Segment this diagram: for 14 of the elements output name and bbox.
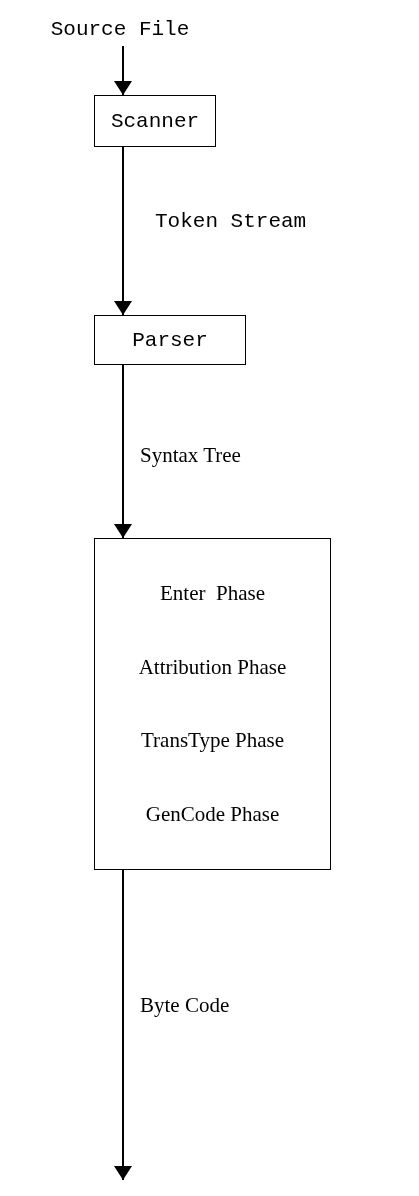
box-text: Parser [132,328,208,352]
process-box [94,315,246,365]
box-text: Scanner [110,109,200,133]
arrow [116,364,130,539]
input-label: Source File [50,17,190,41]
arrow [116,45,130,96]
box-text: Enter Phase [160,581,265,607]
box-text: TransType Phase [141,728,284,754]
box-text: Attribution Phase [138,654,287,680]
box-text: GenCode Phase [145,801,280,827]
process-box [94,95,216,147]
arrow [116,146,130,316]
arrow [116,869,130,1181]
process-box [94,538,331,870]
